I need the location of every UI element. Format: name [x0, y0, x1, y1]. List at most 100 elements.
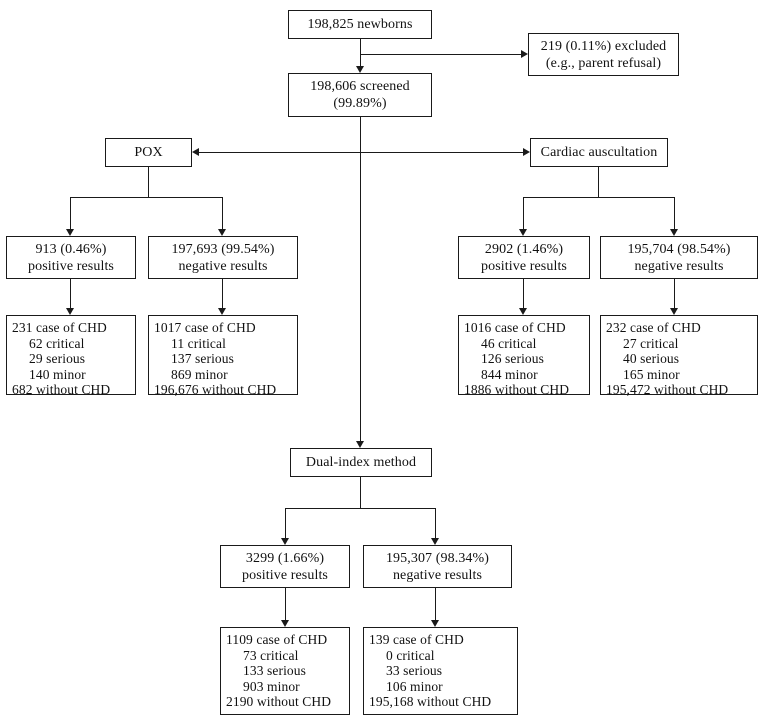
detail-dual-negative-without: 195,168 without CHD [369, 694, 492, 710]
node-cardiac-negative-results: 195,704 (98.54%) negative results [600, 236, 758, 279]
arrow-total-to-excluded [521, 49, 528, 58]
arrow-spine-to-dual-index [355, 441, 364, 448]
detail-cardiac-positive-critical: 46 critical [481, 335, 537, 351]
node-cardiac-positive-results: 2902 (1.46%) positive results [458, 236, 590, 279]
connector-cardiac-to-negative [674, 197, 675, 229]
connector-cardiac-stem [598, 167, 599, 197]
node-cardiac-negative-line1: 195,704 (98.54%) [627, 241, 731, 257]
connector-dual-to-negative [435, 508, 436, 538]
connector-pox-split-bar [70, 197, 222, 198]
detail-dual-positive-minor: 903 minor [243, 678, 300, 694]
connector-cardiac-split-bar [523, 197, 674, 198]
node-pox-label: POX [134, 145, 163, 160]
node-cardiac-positive-line1: 2902 (1.46%) [484, 241, 564, 257]
detail-dual-negative-serious: 33 serious [386, 663, 443, 679]
node-pox-negative-results: 197,693 (99.54%) negative results [148, 236, 298, 279]
detail-cardiac-positive-without: 1886 without CHD [464, 382, 570, 398]
node-screened-line1: 198,606 screened [310, 79, 410, 94]
detail-pox-negative-without: 196,676 without CHD [154, 382, 277, 398]
detail-pox-positive: 231 case of CHD 62 critical 29 serious 1… [6, 315, 136, 397]
connector-central-spine [360, 117, 361, 441]
arrow-total-to-screened [355, 66, 364, 73]
detail-cardiac-negative-critical: 27 critical [623, 335, 679, 351]
detail-cardiac-negative: 232 case of CHD 27 critical 40 serious 1… [600, 315, 758, 398]
detail-pox-positive-serious: 29 serious [29, 351, 86, 367]
detail-pox-negative-critical: 11 critical [171, 335, 226, 351]
detail-pox-positive-cases: 231 case of CHD [12, 320, 107, 335]
arrow-cardiac-positive-to-detail [518, 308, 527, 315]
node-dual-positive-results: 3299 (1.66%) positive results [220, 545, 350, 588]
node-cardiac-label: Cardiac auscultation [540, 145, 658, 160]
detail-dual-negative: 139 case of CHD 0 critical 33 serious 10… [363, 627, 518, 715]
node-total-newborns: 198,825 newborns [288, 10, 432, 39]
arrow-dual-to-positive [280, 538, 289, 545]
connector-pox-positive-to-detail [70, 279, 71, 308]
arrow-cardiac-to-positive [518, 229, 527, 236]
node-excluded-line2: (e.g., parent refusal) [545, 55, 662, 71]
arrow-cardiac-to-negative [669, 229, 678, 236]
detail-dual-positive-cases: 1109 case of CHD [226, 632, 328, 647]
node-total-newborns-line1: 198,825 newborns [307, 17, 413, 32]
node-pox-positive-results: 913 (0.46%) positive results [6, 236, 136, 279]
node-dual-negative-line2: negative results [392, 567, 483, 583]
detail-dual-positive-critical: 73 critical [243, 647, 299, 663]
node-dual-positive-line2: positive results [242, 567, 328, 583]
connector-pox-stem [148, 167, 149, 197]
node-pox: POX [105, 138, 192, 167]
detail-dual-positive: 1109 case of CHD 73 critical 133 serious… [220, 627, 350, 715]
node-pox-positive-line2: positive results [28, 258, 114, 274]
arrow-spine-to-cardiac [523, 147, 530, 156]
detail-pox-positive-minor: 140 minor [29, 366, 86, 382]
node-dual-positive-line1: 3299 (1.66%) [245, 550, 325, 566]
node-cardiac-negative-line2: negative results [634, 258, 724, 274]
detail-dual-negative-critical: 0 critical [386, 647, 435, 663]
node-screened: 198,606 screened (99.89%) [288, 73, 432, 117]
connector-spine-to-cardiac [360, 152, 523, 153]
arrow-cardiac-negative-to-detail [669, 308, 678, 315]
arrow-pox-to-negative [217, 229, 226, 236]
node-excluded: 219 (0.11%) excluded (e.g., parent refus… [528, 33, 679, 76]
detail-dual-positive-serious: 133 serious [243, 663, 306, 679]
detail-cardiac-positive-cases: 1016 case of CHD [464, 320, 566, 335]
connector-cardiac-negative-to-detail [674, 279, 675, 308]
connector-dual-split-bar [285, 508, 435, 509]
detail-pox-negative-cases: 1017 case of CHD [154, 320, 256, 335]
arrow-dual-positive-to-detail [280, 620, 289, 627]
connector-pox-to-positive [70, 197, 71, 229]
connector-dual-positive-to-detail [285, 588, 286, 620]
connector-dual-stem [360, 477, 361, 508]
arrow-dual-negative-to-detail [430, 620, 439, 627]
detail-cardiac-positive-minor: 844 minor [481, 366, 538, 382]
connector-dual-to-positive [285, 508, 286, 538]
detail-pox-negative: 1017 case of CHD 11 critical 137 serious… [148, 315, 298, 398]
node-screened-line2: (99.89%) [333, 96, 387, 111]
detail-pox-positive-critical: 62 critical [29, 335, 85, 351]
node-pox-negative-line1: 197,693 (99.54%) [171, 241, 275, 257]
detail-dual-negative-cases: 139 case of CHD [369, 632, 464, 647]
arrow-pox-negative-to-detail [217, 308, 226, 315]
connector-cardiac-positive-to-detail [523, 279, 524, 308]
detail-pox-negative-minor: 869 minor [171, 366, 228, 382]
connector-total-to-screened [360, 39, 361, 66]
detail-cardiac-positive-serious: 126 serious [481, 351, 544, 367]
arrow-pox-to-positive [65, 229, 74, 236]
detail-dual-negative-minor: 106 minor [386, 678, 443, 694]
node-excluded-line1: 219 (0.11%) excluded [540, 38, 667, 54]
connector-spine-to-pox [199, 152, 361, 153]
detail-cardiac-negative-minor: 165 minor [623, 366, 680, 382]
node-cardiac-positive-line2: positive results [481, 258, 567, 274]
connector-pox-negative-to-detail [222, 279, 223, 308]
node-pox-positive-line1: 913 (0.46%) [35, 241, 107, 257]
detail-cardiac-negative-cases: 232 case of CHD [606, 320, 701, 335]
connector-cardiac-to-positive [523, 197, 524, 229]
arrow-pox-positive-to-detail [65, 308, 74, 315]
arrow-spine-to-pox [192, 147, 199, 156]
node-pox-negative-line2: negative results [178, 258, 268, 274]
detail-cardiac-negative-without: 195,472 without CHD [606, 382, 729, 398]
detail-cardiac-negative-serious: 40 serious [623, 351, 680, 367]
connector-pox-to-negative [222, 197, 223, 229]
node-dual-negative-results: 195,307 (98.34%) negative results [363, 545, 512, 588]
connector-dual-negative-to-detail [435, 588, 436, 620]
node-dual-index-label: Dual-index method [305, 455, 417, 470]
